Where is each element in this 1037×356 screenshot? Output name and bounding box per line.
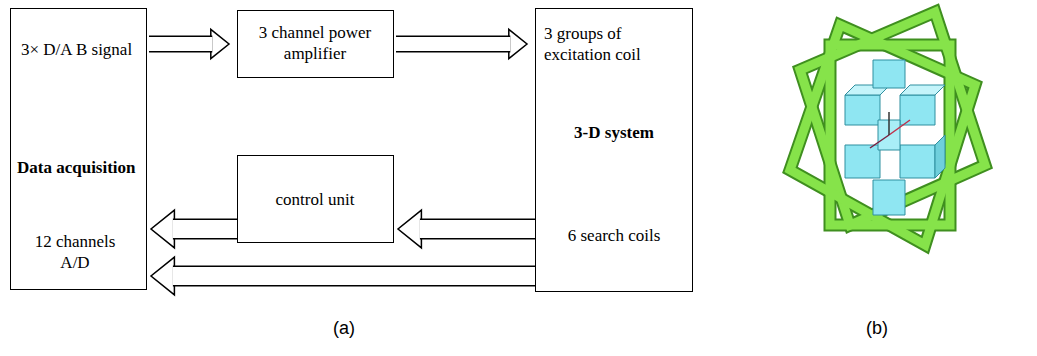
box-heading: 3-D system (544, 122, 684, 143)
acquisition-box: 3× D/A B signalData acquisition 12 channe… (10, 8, 147, 290)
panel-label: (a) (333, 318, 355, 339)
block-arrow (149, 29, 229, 58)
coil-system-box: 3 groups of excitation coil 3-D system 6 s… (535, 8, 693, 292)
box-text: control unit (246, 189, 384, 210)
field-axes (870, 112, 910, 148)
panel-label: (b) (866, 318, 888, 339)
block-arrow (396, 29, 527, 58)
box-text: 3 groups of excitation coil (544, 23, 684, 65)
block-arrow (398, 210, 535, 248)
box-text: 3× D/A B signal (21, 39, 141, 60)
excitation-frames (790, 12, 985, 245)
block-arrow (151, 257, 535, 295)
box-heading: Data acquisition (17, 157, 142, 178)
control-box: control unit (237, 155, 394, 243)
box-text: 3 channel power amplifier (246, 22, 384, 64)
amplifier-box: 3 channel power amplifier (237, 10, 394, 78)
search-coil-cubes (845, 60, 945, 215)
box-text: 12 channels A/D (25, 231, 125, 273)
block-arrow (151, 210, 237, 248)
box-text: 6 search coils (544, 225, 684, 246)
